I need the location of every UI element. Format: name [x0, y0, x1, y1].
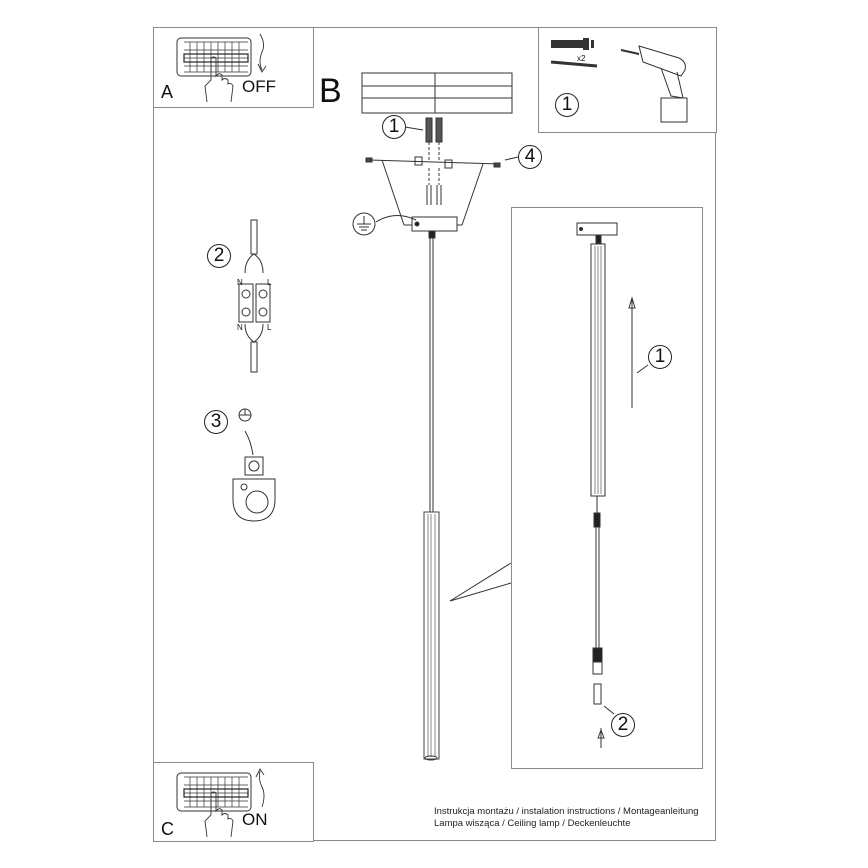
detail-step-2-badge: 2 [611, 713, 635, 737]
detail-lamp-diagram [576, 222, 649, 748]
arrow-down-icon [257, 33, 267, 73]
wall-plug-icon [550, 38, 598, 68]
drill-icon [620, 45, 688, 123]
ground-symbol [352, 212, 376, 236]
wire-label-n-top: N [237, 278, 243, 287]
off-label: OFF [242, 77, 276, 96]
wire-label-l-top: L [267, 278, 272, 287]
caption-line-1: Instrukcja montażu / instalation instruc… [434, 806, 699, 817]
hand-icon [204, 56, 234, 103]
wire-label-l-bottom: L [267, 323, 272, 332]
caption-line-2: Lampa wisząca / Ceiling lamp / Deckenleu… [434, 818, 631, 829]
hand-icon [204, 791, 234, 838]
wire-label-n-bottom: N [237, 323, 243, 332]
step-4-screw-badge: 4 [518, 145, 542, 169]
quantity-label: x2 [577, 54, 586, 63]
detail-step-1-badge: 1 [648, 345, 672, 369]
tools-box: x2 1 [538, 27, 717, 133]
breaker-panel-icon [176, 37, 252, 77]
wire-connector-diagram [238, 219, 271, 373]
step-1-badge: 1 [555, 93, 579, 117]
step-a-box: A OFF [153, 27, 314, 108]
detail-panel: 1 2 [511, 207, 703, 769]
step-c-box: C ON [153, 762, 314, 842]
ground-terminal-diagram [232, 408, 276, 522]
caption: Instrukcja montażu / instalation instruc… [434, 806, 699, 830]
step-a-letter: A [161, 82, 174, 102]
step-2-wiring-badge: 2 [207, 244, 231, 268]
page-frame [153, 27, 716, 841]
step-1-dowel-badge: 1 [382, 115, 406, 139]
on-label: ON [242, 810, 268, 829]
step-3-ground-badge: 3 [204, 410, 228, 434]
step-b-letter: B [319, 72, 342, 110]
arrow-up-icon [255, 768, 265, 808]
step-c-letter: C [161, 819, 174, 839]
